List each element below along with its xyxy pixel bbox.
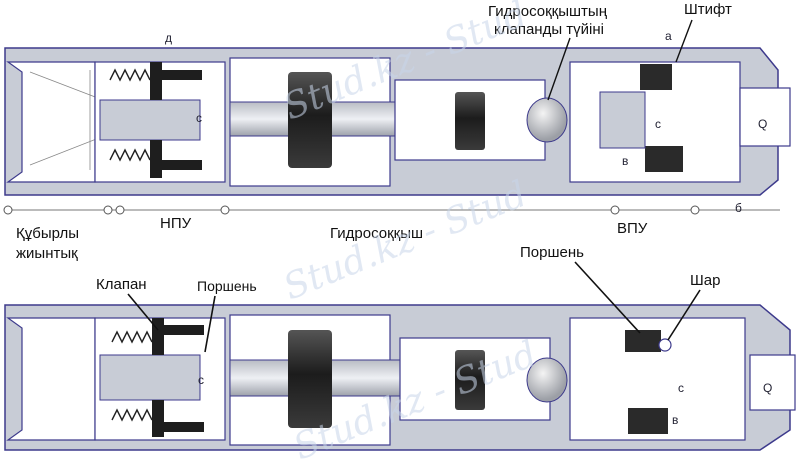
hammer-cylinder-top <box>288 72 332 168</box>
port-c-bottom-right: с <box>678 381 684 395</box>
port-v-top: в <box>622 154 628 168</box>
valve-ball-bottom <box>526 357 568 403</box>
label-tubing-line2: жиынтық <box>16 245 78 262</box>
top-labels: Құбырлы жиынтық НПУ Гидросоққыш ВПУ <box>16 215 648 262</box>
callout-piston-left: Поршень <box>197 278 257 294</box>
port-q-top: Q <box>758 117 767 131</box>
spring-bottom-lower <box>111 408 153 422</box>
spring-upper <box>109 68 151 82</box>
port-a-top: а <box>665 29 672 43</box>
shar-ball <box>658 338 672 352</box>
callout-pin: Штифт <box>684 1 732 18</box>
port-v-bottom: в <box>672 413 678 427</box>
callout-valve: Клапан <box>96 276 147 293</box>
callout-ball: Шар <box>690 272 720 289</box>
port-q-bottom: Q <box>763 381 772 395</box>
callout-piston-right: Поршень <box>520 244 584 261</box>
valve-ball-top <box>526 97 568 143</box>
port-d-left: д <box>165 31 172 45</box>
top-callouts: Гидросоққыштың клапанды түйіні Штифт <box>488 1 732 101</box>
label-vpu: ВПУ <box>617 220 648 237</box>
port-c-top-left: с <box>196 111 202 125</box>
top-channel-nodes <box>3 205 700 215</box>
label-tubing-line1: Құбырлы <box>16 225 79 242</box>
spring-lower <box>109 148 151 162</box>
spring-bottom-upper <box>111 330 153 344</box>
bottom-assembly: с с в Q <box>4 304 796 451</box>
label-hydro-hammer: Гидросоққыш <box>330 225 423 242</box>
bottom-callouts: Поршень Клапан Поршень Шар <box>96 244 720 353</box>
label-npu: НПУ <box>160 215 192 232</box>
callout-valve-node-line2: клапанды түйіні <box>494 21 604 38</box>
valve-cylinder-top <box>455 92 485 150</box>
top-assembly: а д с с в б Q <box>3 29 791 215</box>
callout-valve-node-line1: Гидросоққыштың <box>488 3 608 20</box>
port-c-top-right: с <box>655 117 661 131</box>
hammer-cylinder-bottom <box>288 330 332 428</box>
valve-cylinder-bottom <box>455 350 485 410</box>
port-b-top: б <box>735 201 742 215</box>
port-c-bottom-left: с <box>198 373 204 387</box>
